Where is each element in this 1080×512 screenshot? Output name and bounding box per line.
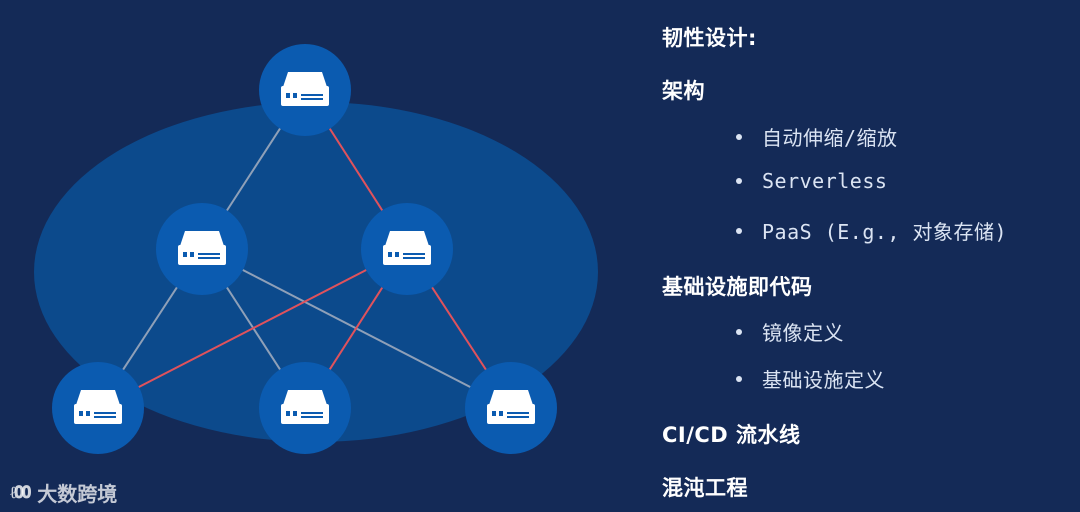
- bullet-text: 自动伸缩/缩放: [762, 126, 898, 150]
- server-node-bottom-left: [52, 362, 144, 454]
- server-node-bottom-center: [259, 362, 351, 454]
- section-heading-cicd: CI/CD 流水线: [662, 423, 801, 447]
- bullet-text: 基础设施定义: [762, 368, 885, 392]
- server-node-top: [259, 44, 351, 136]
- bullet-item: PaaS (E.g., 对象存储): [736, 216, 1007, 245]
- server-node-mid-right: [361, 203, 453, 295]
- bullet-text: 镜像定义: [762, 321, 844, 345]
- network-diagram: [34, 44, 598, 454]
- bullet-icon: [736, 328, 742, 335]
- server-icon: [74, 390, 122, 424]
- server-icon: [178, 231, 226, 265]
- cluster-ellipse: [34, 102, 598, 442]
- watermark: ℓ𝟎𝟎 大数跨境: [10, 478, 117, 507]
- bullet-item: 镜像定义: [736, 317, 844, 346]
- nodes-layer: [52, 44, 557, 454]
- server-icon: [383, 231, 431, 265]
- bullet-icon: [736, 178, 742, 184]
- bullet-icon: [736, 375, 742, 382]
- server-icon: [487, 390, 535, 424]
- server-node-bottom-right: [465, 362, 557, 454]
- bullet-item: 基础设施定义: [736, 364, 885, 393]
- watermark-text: 大数跨境: [37, 482, 118, 506]
- section-heading-architecture: 架构: [662, 79, 705, 103]
- slide-title: 韧性设计:: [662, 26, 757, 50]
- section-heading-iac: 基础设施即代码: [662, 275, 813, 299]
- bullet-item: Serverless: [736, 169, 887, 193]
- bullet-text: Serverless: [762, 169, 888, 193]
- bullet-text: PaaS (E.g., 对象存储): [762, 220, 1008, 244]
- server-icon: [281, 390, 329, 424]
- bullet-icon: [736, 227, 742, 234]
- link-mid-right-to-bottom-left: [97, 248, 408, 409]
- bullet-icon: [736, 133, 742, 140]
- section-heading-chaos: 混沌工程: [662, 476, 748, 500]
- server-node-mid-left: [156, 203, 248, 295]
- bullet-item: 自动伸缩/缩放: [736, 122, 898, 151]
- watermark-logo: ℓ𝟎𝟎: [10, 482, 31, 503]
- server-icon: [281, 72, 329, 106]
